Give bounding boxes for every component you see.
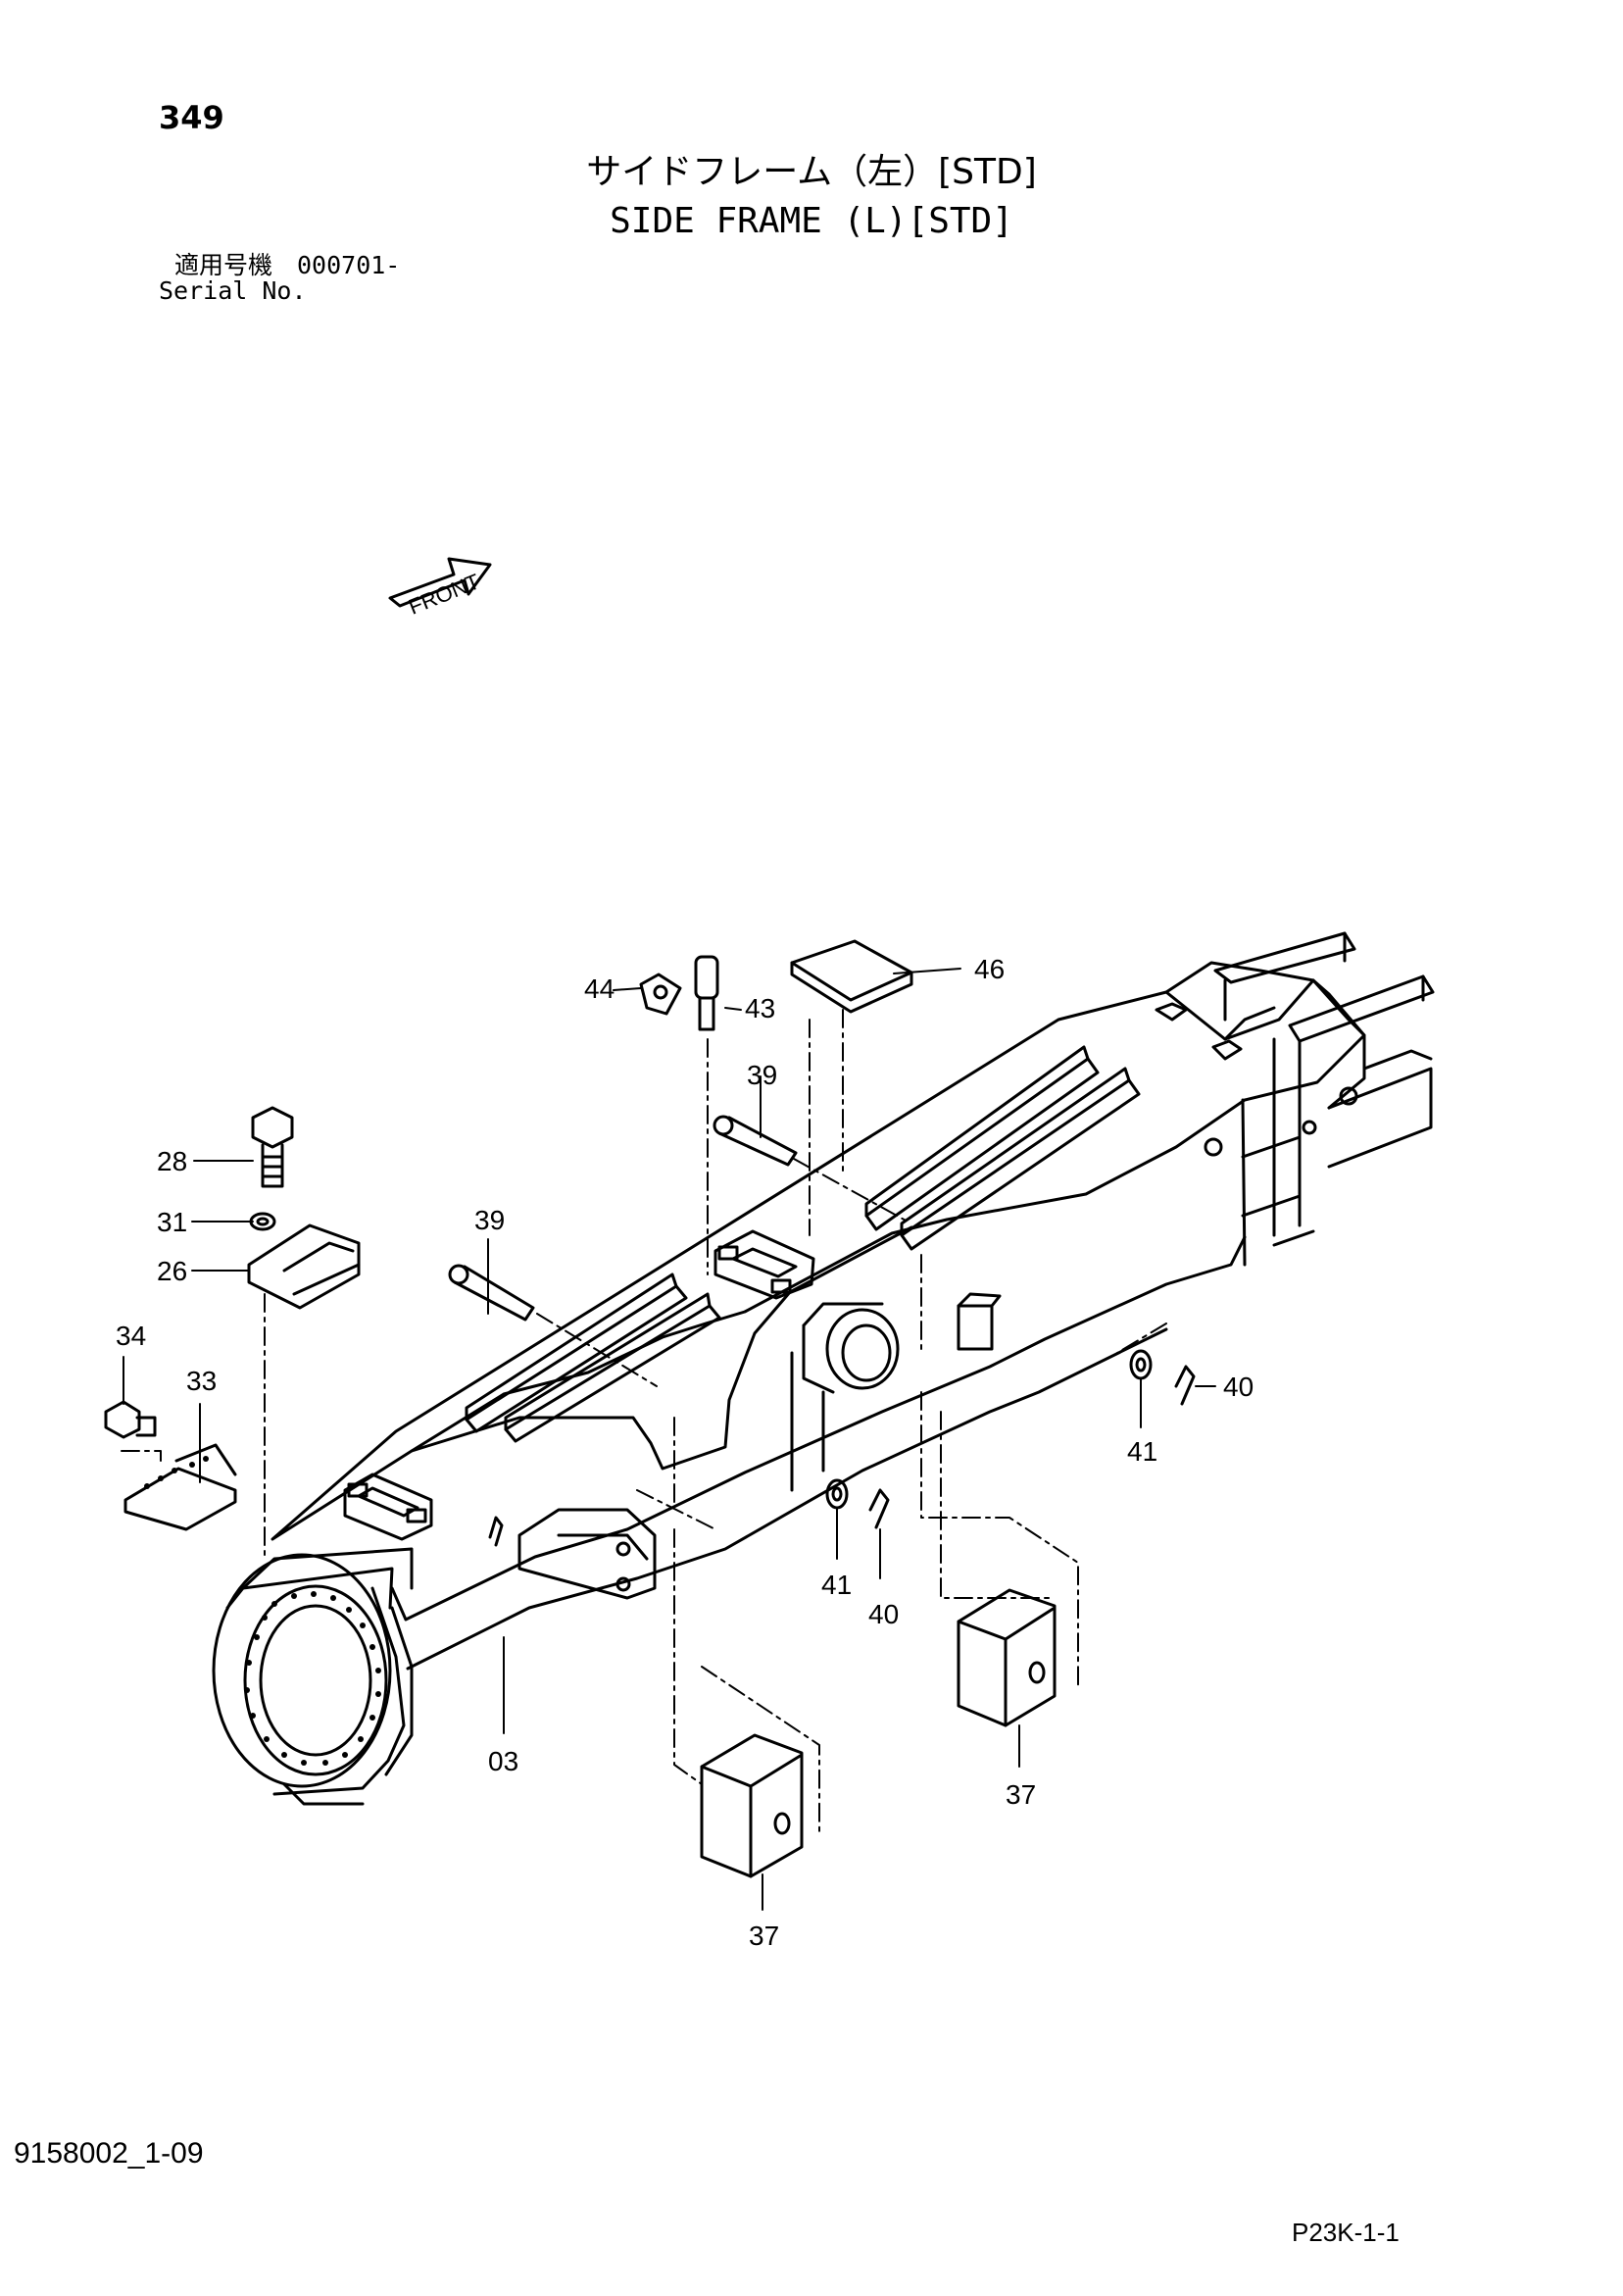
callout-31: 31	[157, 1207, 187, 1237]
callout-33: 33	[186, 1366, 217, 1396]
callout-26: 26	[157, 1256, 187, 1286]
washer-part-31	[249, 1212, 276, 1231]
callout-39-upper: 39	[747, 1060, 777, 1090]
callout-43: 43	[745, 993, 775, 1023]
callout-41-right: 41	[1127, 1436, 1157, 1467]
callout-39-lower: 39	[474, 1205, 505, 1235]
bolt-part-28	[251, 1106, 294, 1188]
page-title-english: SIDE FRAME (L)[STD]	[610, 201, 1013, 241]
page-number: 349	[159, 99, 224, 136]
clip-part-44	[639, 973, 682, 1016]
callout-34: 34	[116, 1321, 146, 1351]
callout-46: 46	[974, 954, 1005, 984]
top-guard-rails	[465, 1045, 1141, 1443]
callout-28: 28	[157, 1146, 187, 1176]
document-code: 9158002_1-09	[14, 2137, 204, 2170]
block-part-37-right	[957, 1588, 1057, 1727]
assembly-lines	[121, 1009, 1167, 1834]
callout-41-left: 41	[821, 1570, 852, 1600]
idler-hub	[212, 1547, 414, 1806]
serial-label-english: Serial No.	[159, 276, 307, 305]
frame-top-brackets	[343, 1229, 815, 1541]
block-part-37-left	[700, 1733, 804, 1878]
guard-part-33	[123, 1443, 237, 1531]
bracket-part-26	[247, 1223, 361, 1310]
page-title-japanese: サイドフレーム（左）[STD]	[586, 152, 1037, 192]
front-label: FRONT	[405, 569, 483, 620]
center-support-boss	[488, 1292, 1002, 1600]
callout-03: 03	[488, 1746, 518, 1776]
side-frame-body	[270, 931, 1435, 1671]
cotter-pin-part-40-right	[1174, 1365, 1196, 1406]
front-arrow-icon: FRONT	[388, 557, 492, 620]
pin-part-43	[694, 955, 719, 1031]
washer-part-41-right	[1129, 1349, 1153, 1380]
serial-label-japanese: 適用号機 000701-	[174, 251, 401, 279]
leader-lines	[123, 968, 1216, 1911]
callout-40-left: 40	[868, 1599, 899, 1629]
bolt-part-34	[104, 1400, 157, 1439]
callout-37-right: 37	[1006, 1779, 1036, 1810]
callout-40-right: 40	[1223, 1372, 1254, 1402]
pin-part-39-lower	[448, 1264, 535, 1322]
plate-part-46	[790, 939, 913, 1014]
callout-37-left: 37	[749, 1921, 779, 1951]
callout-44: 44	[584, 973, 615, 1004]
pin-part-39-upper	[713, 1115, 798, 1167]
cotter-pin-part-40-left	[868, 1488, 890, 1529]
page-code: P23K-1-1	[1292, 2218, 1400, 2247]
